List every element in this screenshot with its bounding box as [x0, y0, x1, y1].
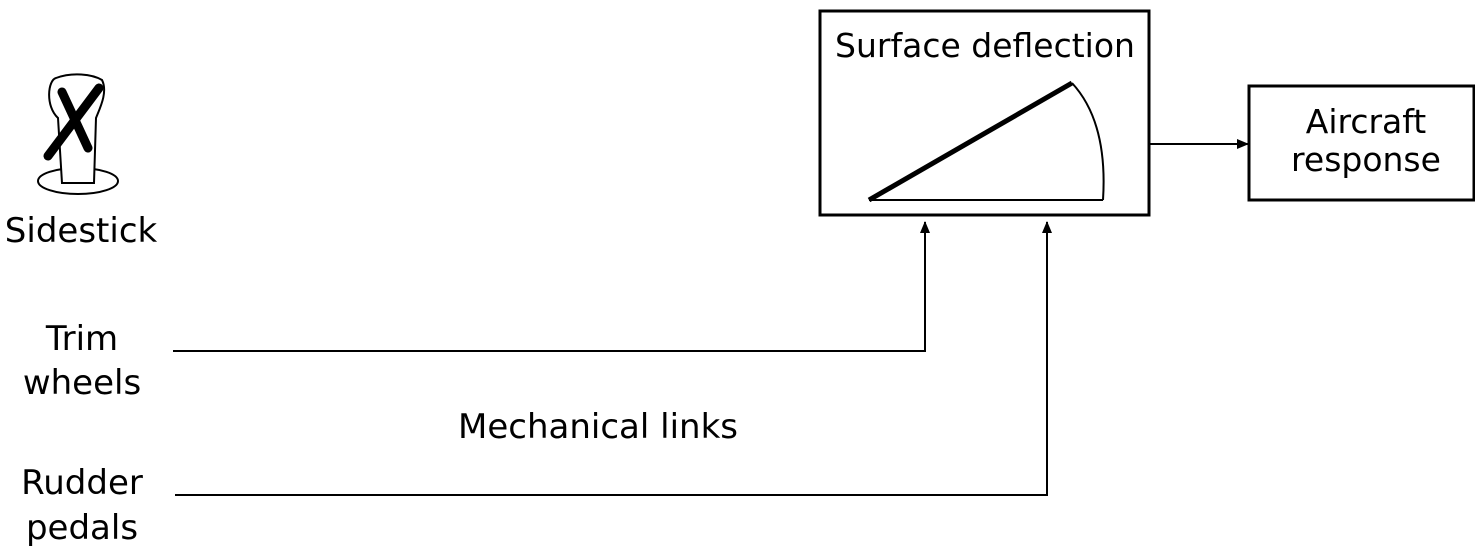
- aircraft-response-box: [1247, 84, 1475, 202]
- rudder-pedals-link: [175, 221, 1052, 496]
- aircraft-response-label-line1: Aircraft: [1306, 102, 1427, 141]
- trim-wheels-label-line2: wheels: [23, 363, 141, 403]
- rudder-pedals-label-line2: pedals: [26, 508, 138, 546]
- sidestick-crossed-out-icon: [37, 73, 119, 195]
- trim-wheels-link: [173, 221, 930, 352]
- surface-deflection-box: [818, 9, 1151, 217]
- sidestick-label: Sidestick: [5, 211, 158, 251]
- mechanical-links-label: Mechanical links: [458, 407, 738, 447]
- surface-deflection-label: Surface deflection: [835, 26, 1135, 65]
- aircraft-response-label-line2: response: [1291, 140, 1441, 179]
- rudder-pedals-label-line1: Rudder: [21, 463, 143, 503]
- surface-deflection-arc-icon: [867, 80, 1105, 203]
- trim-wheels-label-line1: Trim: [45, 319, 118, 359]
